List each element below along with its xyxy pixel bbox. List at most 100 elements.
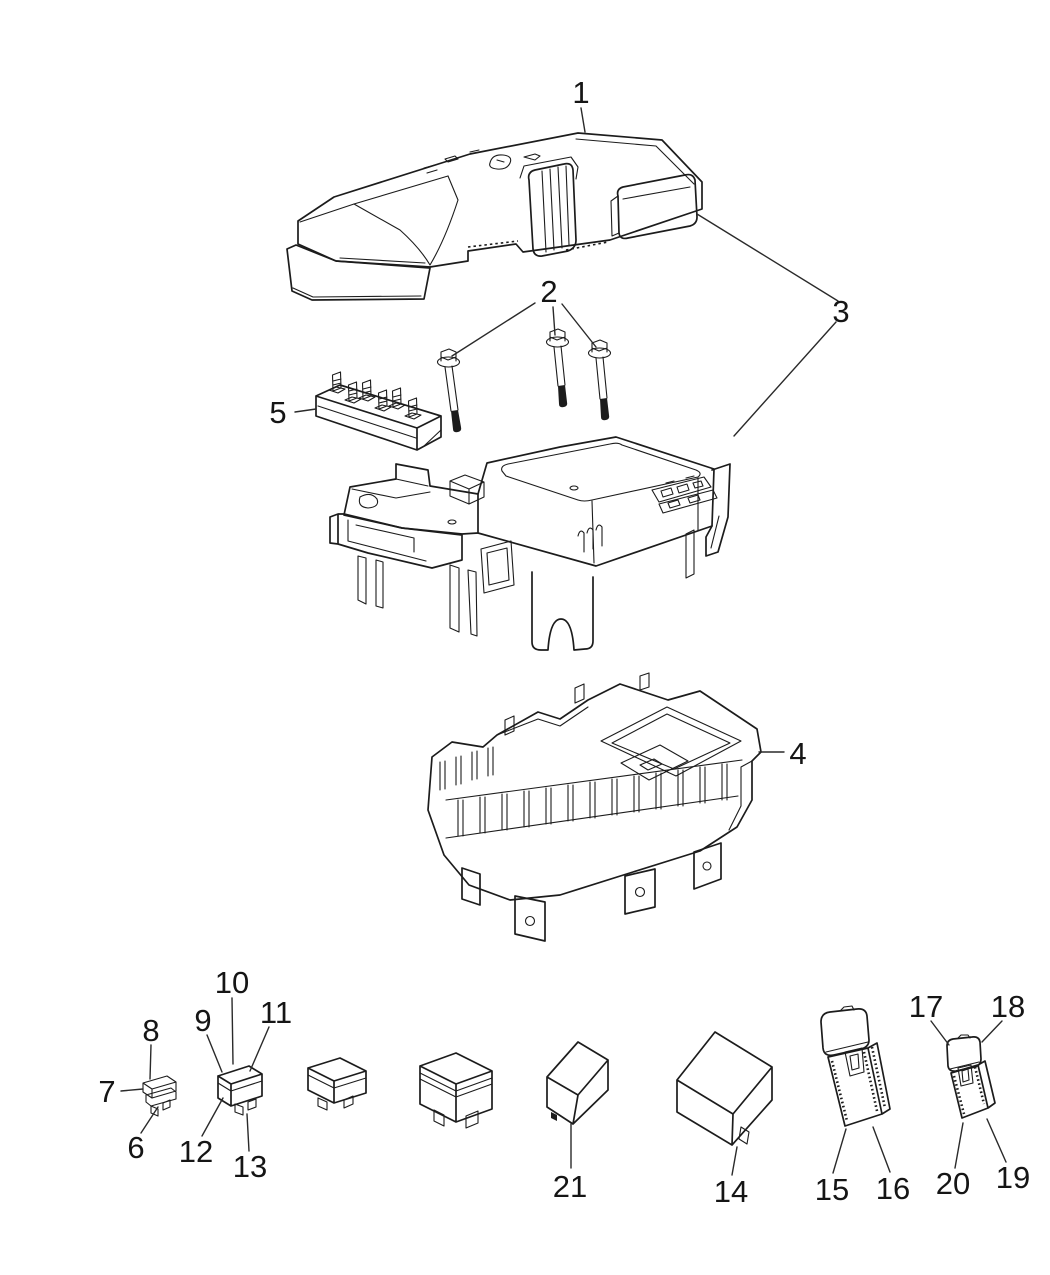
callout-20: 20 [936, 1166, 970, 1201]
bolt-shaft [553, 345, 566, 387]
part-cartridge-fuse [217, 1065, 263, 1116]
cover-outline [297, 132, 703, 268]
callout-3: 3 [832, 294, 849, 329]
cover-hump-slope [353, 175, 459, 266]
connector-small-tab [957, 1064, 974, 1087]
tray-arch-leg [531, 571, 594, 651]
part-relay-small [546, 1041, 609, 1125]
maxi-fuse-lid-lines [419, 1072, 493, 1098]
callout-4: 4 [789, 736, 806, 771]
tray-deck-notch [358, 493, 379, 509]
callout-21: 21 [553, 1169, 587, 1204]
cartridge-fuse-feet [234, 1098, 257, 1116]
callout-16: 16 [876, 1171, 910, 1206]
callout-9: 9 [194, 1003, 211, 1038]
callout-12: 12 [179, 1134, 213, 1169]
bolt-thread [600, 398, 610, 421]
part-cover [286, 132, 703, 301]
part-housing-tray [329, 436, 731, 651]
callout-2: 2 [540, 274, 557, 309]
callout-7: 7 [98, 1074, 115, 1109]
relay-large-pin [738, 1126, 750, 1145]
callout-10: 10 [215, 965, 249, 1000]
tray-connector-cluster [651, 475, 718, 514]
part-connector-small [946, 1034, 996, 1119]
bolt [545, 328, 570, 408]
cover-latch-ribs [541, 165, 570, 253]
bolt-hex-head [549, 328, 566, 342]
bolt-flange [545, 336, 570, 348]
part-maxi-fuse [419, 1052, 493, 1129]
tray-tub-opening [501, 442, 701, 502]
callout-1: 1 [572, 75, 589, 110]
studs [328, 371, 422, 420]
bolt-flange [436, 356, 461, 368]
part-stud-block [315, 371, 442, 451]
maxi-fuse-feet [433, 1109, 479, 1129]
tray-vent [577, 524, 603, 553]
stud-block-seam [317, 405, 442, 447]
connector-large-cap [820, 1008, 870, 1057]
maxi-fuse-body [419, 1052, 493, 1123]
bracket-band-lines [445, 759, 743, 839]
callout-18: 18 [991, 989, 1025, 1024]
leader-8 [149, 1044, 152, 1080]
callout-11: 11 [260, 995, 292, 1030]
mini-fuse-tabs [150, 1099, 171, 1117]
connector-large-tab [844, 1047, 865, 1077]
leader-6 [140, 1106, 159, 1134]
tray-rear-box [449, 474, 485, 505]
bracket-foot-hole [524, 915, 536, 927]
relay-small-pin [551, 1112, 557, 1121]
cartridge-fuse-body [217, 1065, 263, 1107]
connector-large-shading [830, 1046, 887, 1122]
callout-15: 15 [815, 1172, 849, 1207]
bracket-wing-ribs [439, 746, 494, 791]
leader-10 [231, 997, 234, 1065]
cover-latch-bracket [519, 156, 579, 180]
leader-15 [832, 1128, 847, 1174]
leader-12 [201, 1097, 224, 1137]
mini-fuse-body [142, 1075, 177, 1107]
stud-block-body [315, 384, 442, 451]
tray-floor-hole [569, 485, 579, 491]
callout-13: 13 [233, 1149, 267, 1184]
leader-lines [120, 107, 1007, 1176]
callout-14: 14 [714, 1174, 748, 1209]
part-jcase-fuse [307, 1057, 367, 1111]
tray-deck-hole [447, 519, 457, 525]
connector-large-cap-notch [825, 1005, 869, 1053]
leader-19 [986, 1118, 1007, 1163]
cover-front-seam [339, 257, 426, 264]
part-relay-large [676, 1031, 773, 1146]
leader-9 [206, 1034, 223, 1073]
bolt-hex-head [440, 348, 457, 362]
cartridge-fuse-lid-line [217, 1080, 263, 1092]
leader-3 [696, 213, 839, 437]
bolt-shaft [595, 356, 608, 400]
leader-13 [246, 1113, 250, 1152]
callout-6: 6 [127, 1130, 144, 1165]
callout-19: 19 [996, 1160, 1030, 1195]
cover-top-glyphs [423, 149, 541, 174]
part-mounting-bolts [436, 328, 612, 433]
bracket-rear-tabs [504, 672, 650, 736]
connector-small-body [950, 1060, 996, 1119]
bolt-thread [451, 410, 462, 433]
cover-top-edge-line [575, 138, 695, 185]
tray-left-wing-inner [347, 519, 427, 562]
leader-11 [249, 1026, 270, 1072]
bolt-flange [587, 347, 612, 359]
tray-left-wing [329, 513, 463, 569]
bracket-opening [600, 706, 742, 777]
leader-14 [731, 1146, 738, 1176]
bracket-front-ribs [457, 763, 728, 837]
jcase-fuse-body [307, 1057, 367, 1104]
bracket-foot-hole [634, 886, 646, 898]
cover-side-rail-inner [610, 186, 691, 237]
cover-flange [286, 244, 431, 301]
cover-latch [527, 162, 577, 257]
relay-small-body [546, 1041, 609, 1125]
bracket-foot-hole [702, 861, 712, 871]
